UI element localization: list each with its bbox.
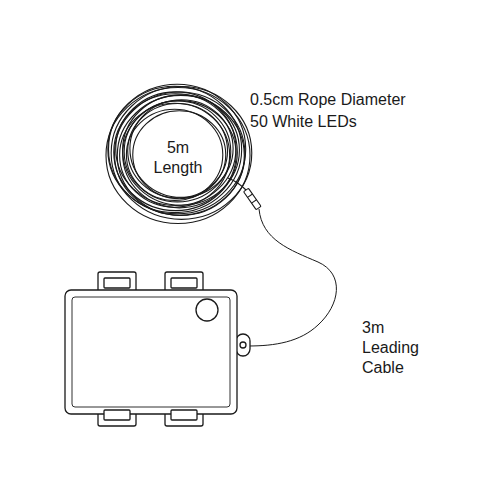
coil-loop xyxy=(108,86,242,212)
rope-tail xyxy=(228,178,246,190)
coil-loop xyxy=(115,92,245,215)
length-label: 5m Length xyxy=(143,138,213,178)
coil-loop xyxy=(116,92,236,206)
coil-loop xyxy=(123,101,236,208)
coil-loop xyxy=(109,84,246,214)
cable-length-label: 3m Leading Cable xyxy=(362,318,440,378)
led-count-label: 50 White LEDs xyxy=(250,112,470,132)
rope-coil xyxy=(106,84,252,223)
coil-center xyxy=(140,120,216,196)
coil-loop xyxy=(123,95,240,205)
coil-loop xyxy=(111,87,252,220)
leading-cable xyxy=(248,209,336,346)
battery-box xyxy=(65,272,250,426)
coil-loop xyxy=(133,111,226,199)
coil-loop xyxy=(126,109,222,200)
coil-loop xyxy=(114,94,238,211)
diameter-label: 0.5cm Rope Diameter xyxy=(250,90,470,110)
rope-plug xyxy=(244,188,262,209)
coil-loop xyxy=(124,101,231,202)
